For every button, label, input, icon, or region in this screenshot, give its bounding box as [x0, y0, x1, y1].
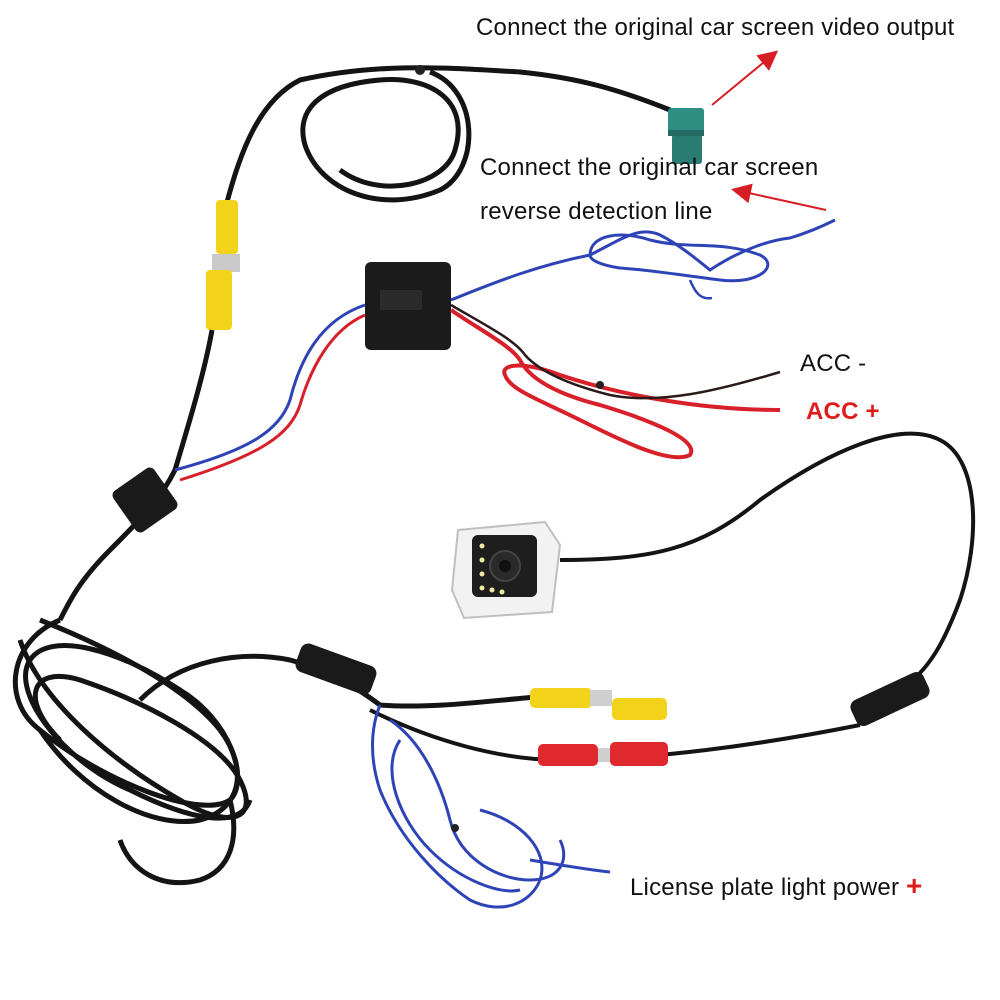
license-plate-power-text: License plate light power	[630, 874, 900, 901]
blue-reverse-wire	[450, 218, 836, 302]
left-main-cable	[57, 329, 215, 622]
box-to-cable-red	[179, 313, 366, 482]
teal-connector-icon	[668, 108, 704, 164]
video-output-cable	[222, 65, 673, 213]
red-rca-bottom-icon	[538, 742, 668, 766]
cable-junction-left	[112, 467, 178, 533]
blue-wire-coil	[588, 233, 770, 283]
video-output-label: Connect the original car screen video ou…	[476, 14, 955, 41]
cable-tie-icon	[415, 65, 425, 75]
blue-wire-tail	[688, 279, 713, 300]
reverse-line-arrow-icon	[731, 183, 827, 211]
acc-plus-label: ACC +	[806, 398, 880, 425]
video-output-arrow-icon	[711, 50, 779, 106]
cable-tie-icon	[596, 381, 604, 389]
acc-minus-label: ACC -	[800, 350, 867, 377]
reverse-detection-label-line1: Connect the original car screen	[480, 154, 819, 181]
cable-junction-right	[850, 672, 930, 726]
cable-tie-icon	[451, 824, 459, 832]
yellow-rca-left-icon	[206, 200, 240, 330]
blue-license-wire	[371, 704, 611, 909]
camera-cable	[559, 431, 976, 692]
black-acc-wire	[450, 303, 781, 400]
box-to-cable-wires	[174, 303, 366, 472]
license-plate-power-label: License plate light power +	[630, 870, 923, 902]
license-plus-sign: +	[906, 870, 923, 901]
control-box-icon	[365, 262, 451, 350]
red-acc-wire	[449, 308, 781, 460]
yellow-rca-bottom-icon	[530, 688, 667, 720]
camera-icon	[450, 520, 562, 620]
cable-coil-icon	[12, 617, 253, 886]
video-cable-loop	[300, 69, 472, 203]
cable-junction-bottom	[295, 643, 377, 695]
reverse-detection-label-line2: reverse detection line	[480, 198, 713, 225]
